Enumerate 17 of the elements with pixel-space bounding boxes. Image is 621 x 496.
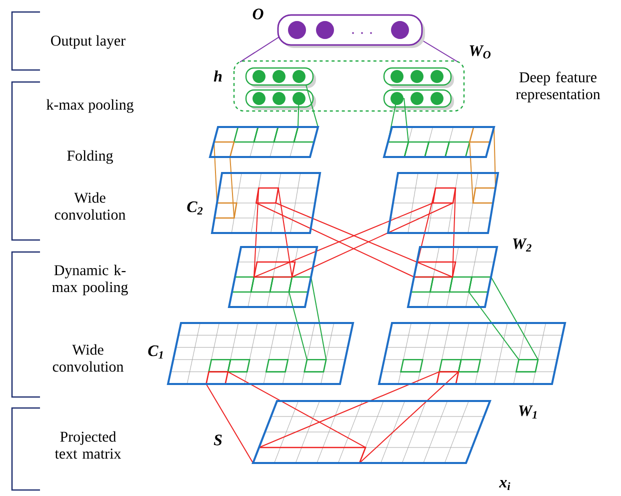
layer-label: Folding [67, 150, 113, 164]
symbol-label: h [214, 70, 222, 82]
layer-label: Wide convolution [54, 192, 126, 220]
layer-label: k-max pooling [46, 99, 134, 113]
layer-label: Wide convolution [52, 344, 124, 372]
layer-label: Projected text matrix [54, 431, 122, 459]
symbol-label: C$_{1}$ [148, 345, 163, 359]
symbol-label: O [252, 8, 264, 20]
symbol-label: W$_{1}$ [518, 405, 536, 418]
symbol-label: S [214, 434, 222, 446]
symbol-label: C$_{2}$ [187, 201, 203, 215]
layer-label: Deep feature representation [516, 72, 600, 102]
layer-label: Dynamic k-max pooling [52, 264, 128, 296]
layer-label: Output layer [51, 35, 126, 49]
symbol-label: W$_{2}$ [512, 238, 532, 252]
symbol-label: W$_{O}$ [470, 45, 491, 59]
symbol-label: x$_{i}$ [499, 480, 510, 490]
